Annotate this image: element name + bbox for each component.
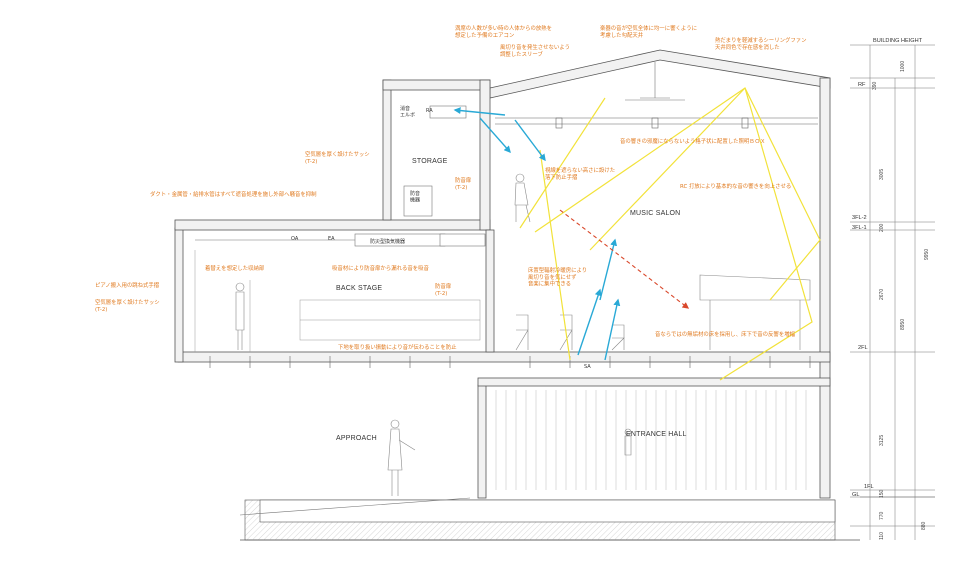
note-lighting-grid: 音の響きの邪魔にならないよう格子状に配置した照明ＢＯＸ — [620, 137, 765, 145]
note-sash-lower: 空気層を厚く設けたサッシ(T-2) — [95, 298, 160, 313]
dim-880: 880 — [921, 521, 927, 530]
note-piano-rail: ピアノ搬入用の跳ね式手摺 — [95, 281, 159, 289]
level-3fl-2: 3FL-2 — [852, 215, 867, 221]
level-2fl: 2FL — [858, 345, 868, 351]
note-sloped-ceiling: 楽器の音が空気全体に均一に響くように考慮した勾配天井 — [600, 24, 697, 39]
note-ceiling-fan: 熱だまりを軽減するシーリングファン天井同色で存在感を消した — [715, 36, 807, 51]
ceiling-fan-icon — [625, 62, 685, 101]
tag-storage-box: 防音機器 — [410, 190, 420, 203]
floor-joists — [209, 356, 811, 368]
note-radiant-cooling: 床置型輻射冷暖房により風切り音を気にせず音楽に集中できる — [528, 266, 587, 288]
building-walls — [174, 49, 831, 499]
level-gl: GL — [852, 492, 859, 498]
dim-770: 770 — [879, 511, 885, 520]
tag-ra: RA — [426, 108, 433, 114]
note-spare-aircon: 満席の人数が多い時の人体からの放熱を想定した予備のエアコン — [455, 24, 552, 39]
tag-heat-exchanger: 防災型換気機器 — [370, 238, 405, 245]
person-figures — [235, 173, 632, 496]
note-handrail: 視線を遮らない高さに設けた落下防止手摺 — [545, 166, 615, 181]
level-3fl-1: 3FL-1 — [852, 225, 867, 231]
dim-390: 390 — [872, 81, 878, 90]
tag-sa: SA — [584, 364, 591, 370]
room-label-storage: STORAGE — [412, 158, 448, 165]
entrance-hall-louvers — [495, 390, 807, 490]
back-stage-furniture — [194, 250, 481, 352]
note-door-storage: 防音扉(T-2) — [455, 176, 472, 191]
sound-travel-arrow — [559, 209, 690, 309]
ground — [239, 496, 935, 541]
note-door-backstage: 防音扉(T-2) — [435, 282, 452, 297]
dim-200: 200 — [879, 223, 885, 232]
room-label-music-salon: MUSIC SALON — [630, 210, 680, 217]
level-building-height: BUILDING HEIGHT — [873, 38, 923, 44]
level-rf: RF — [858, 82, 866, 88]
tag-ea: EA — [328, 236, 335, 242]
grand-piano-icon — [699, 274, 811, 350]
dim-8950: 8950 — [900, 319, 906, 330]
tag-oa: OA — [291, 236, 299, 242]
note-absorbent: 吸音材により防音扉から漏れる音を吸音 — [332, 264, 430, 272]
level-1fl: 1FL — [864, 484, 874, 490]
dim-110: 110 — [879, 532, 885, 540]
dim-3125: 3125 — [879, 435, 885, 446]
tag-elbow: 消音エルボ — [400, 105, 415, 118]
dim-2670: 2670 — [879, 289, 885, 300]
lighting-box-grid — [495, 117, 818, 129]
sound-reflection-paths — [519, 87, 821, 381]
note-wardrobe: 着替えを想定した収納部 — [205, 264, 265, 272]
dimension-lines — [850, 44, 935, 540]
room-label-back-stage: BACK STAGE — [336, 285, 382, 292]
dim-1000: 1000 — [900, 61, 906, 72]
dim-9950: 9950 — [924, 249, 930, 260]
note-sleeve: 風切り音を発生させないよう調整したスリーブ — [500, 43, 570, 58]
note-timber-floor: 音ならではの無垢材の床を採用し、床下で音の反響を増幅 — [655, 330, 796, 338]
dim-3005: 3005 — [879, 169, 885, 180]
note-sash-upper: 空気層を厚く設けたサッシ(T-2) — [305, 150, 370, 165]
room-label-entrance-hall: ENTRANCE HALL — [626, 431, 687, 438]
note-vibration: 下地を取り扱い振動により音が伝わることを防止 — [338, 343, 457, 351]
room-label-approach: APPROACH — [336, 435, 377, 442]
note-duct-insulation: ダクト・金属管・給排水管はすべて遮音処理を施し外部へ騒音を抑制 — [150, 190, 317, 198]
note-rc-concrete: RC 打放により基本的な音の響きを向上させる — [680, 182, 791, 190]
dim-150: 150 — [879, 489, 885, 498]
